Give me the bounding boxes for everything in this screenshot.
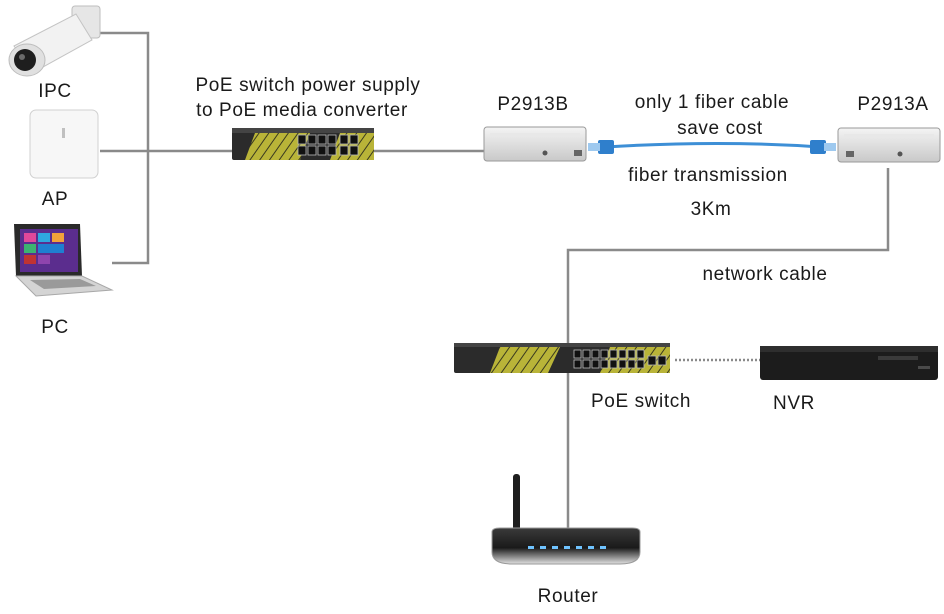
ap-label: AP	[42, 189, 69, 210]
ipc-label: IPC	[38, 81, 71, 102]
cables	[98, 31, 890, 532]
distance-label: 3Km	[691, 199, 732, 220]
p2913a-converter-icon	[837, 127, 941, 163]
switch-caption-line1: PoE switch power supply	[195, 75, 420, 96]
p2913a-label: P2913A	[857, 94, 928, 115]
switch-caption-line2: to PoE media converter	[196, 100, 408, 121]
nvr-label: NVR	[773, 393, 815, 414]
access-point-icon	[29, 109, 99, 179]
network-cable-line	[566, 168, 890, 345]
p2913b-converter-icon	[483, 126, 587, 162]
fiber-caption-line2: save cost	[677, 118, 763, 139]
network-cable-label: network cable	[702, 264, 827, 285]
ipc-camera-icon	[8, 5, 101, 77]
ipc-cable	[98, 31, 150, 151]
bottom-poe-switch-icon	[454, 343, 670, 373]
pc-cable	[112, 151, 150, 265]
p2913b-label: P2913B	[497, 94, 568, 115]
fiber-transmission-label: fiber transmission	[628, 165, 788, 186]
nvr-icon	[760, 346, 938, 380]
fiber-caption-line1: only 1 fiber cable	[635, 92, 789, 113]
pc-label: PC	[41, 317, 69, 338]
laptop-icon	[14, 224, 114, 297]
fiber-cable	[588, 140, 836, 154]
poe-switch-label: PoE switch	[591, 391, 691, 412]
router-label: Router	[538, 586, 599, 607]
router-icon	[491, 474, 641, 565]
top-poe-switch-icon	[232, 128, 374, 160]
